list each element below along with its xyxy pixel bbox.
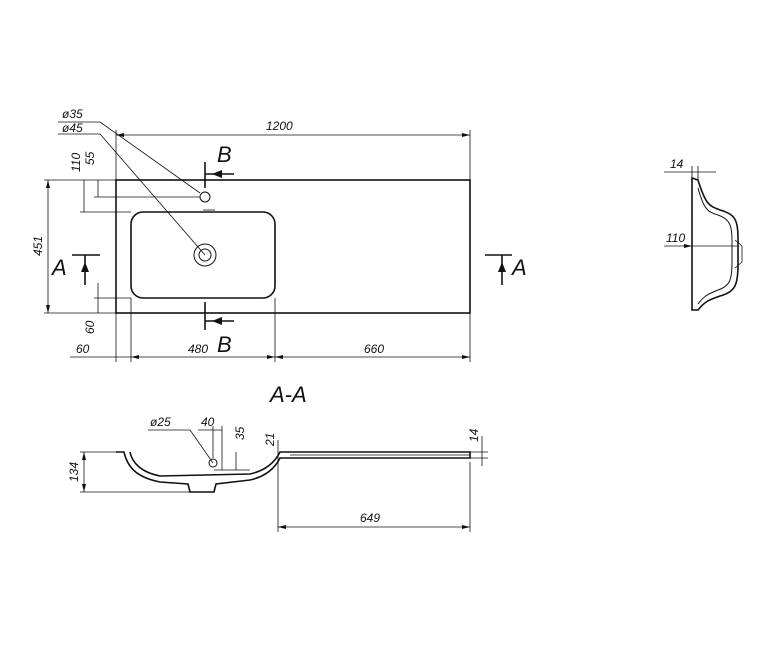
basin-outline <box>130 211 276 299</box>
section-dim-134: 134 <box>67 462 81 482</box>
leader <box>99 133 206 256</box>
side-overflow <box>734 239 743 269</box>
side-dim-14: 14 <box>670 157 684 171</box>
section-b-top-label: B <box>217 142 232 167</box>
dim-451: 451 <box>31 236 45 256</box>
faucet-hole <box>199 191 211 203</box>
dim-60-horizontal: 60 <box>76 342 90 356</box>
section-b-bottom-label: B <box>217 332 232 357</box>
arrow <box>462 355 470 359</box>
side-dim-110: 110 <box>666 231 685 245</box>
section-a-right-label: A <box>510 255 527 280</box>
section-dim-649: 649 <box>360 511 380 525</box>
dim-hole-large: ø45 <box>62 121 83 135</box>
top-view: 1200 ø35 ø45 451 110 55 60 60 <box>31 107 527 362</box>
arrow <box>462 133 470 137</box>
section-drain-hole <box>208 458 218 468</box>
dim-1200: 1200 <box>266 119 293 133</box>
arrow <box>82 452 86 460</box>
arrow <box>462 525 470 529</box>
arrow <box>131 355 139 359</box>
dim-480: 480 <box>188 342 208 356</box>
section-dim-drain: ø25 <box>150 415 171 429</box>
side-view: 14 110 <box>664 157 743 311</box>
side-profile <box>691 176 739 311</box>
arrow <box>278 525 286 529</box>
countertop-outline <box>115 179 471 314</box>
section-dim-14: 14 <box>467 428 481 442</box>
arrow <box>212 170 222 178</box>
side-profile-inner <box>697 187 733 305</box>
arrow <box>81 262 89 272</box>
arrow <box>684 244 692 248</box>
section-profile <box>116 451 471 493</box>
arrow <box>212 317 222 325</box>
arrow <box>116 133 124 137</box>
dim-hole-small: ø35 <box>62 107 83 121</box>
dim-60-vertical: 60 <box>83 320 97 334</box>
arrow <box>46 305 50 313</box>
section-a-left-label: A <box>50 255 67 280</box>
arrow <box>498 262 506 272</box>
arrow <box>267 355 275 359</box>
arrow <box>46 180 50 188</box>
section-aa-title: A-A <box>268 382 307 407</box>
drain-inner <box>198 248 212 262</box>
leader <box>189 429 214 464</box>
arrow <box>82 484 86 492</box>
dim-110: 110 <box>69 153 83 172</box>
dim-660: 660 <box>364 342 384 356</box>
dim-55: 55 <box>83 151 97 165</box>
drain-outer <box>193 243 217 267</box>
section-aa: A-A ø25 40 35 21 14 134 <box>67 382 488 532</box>
arrow <box>275 355 283 359</box>
leader <box>99 121 201 194</box>
section-dim-40: 40 <box>201 415 215 429</box>
section-dim-21: 21 <box>263 433 277 447</box>
section-dim-35: 35 <box>233 426 247 440</box>
